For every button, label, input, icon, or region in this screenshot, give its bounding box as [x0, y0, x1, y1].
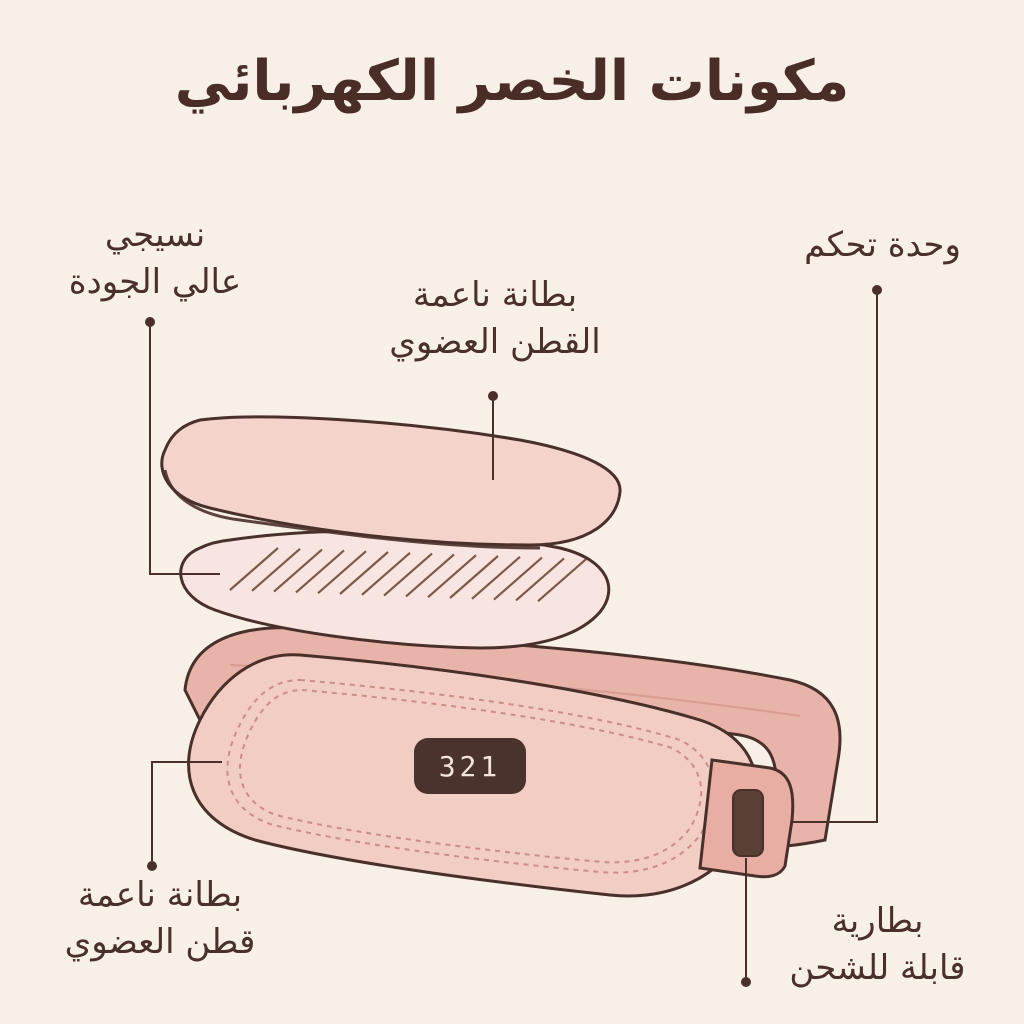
dot-control: [872, 285, 882, 295]
fabric-hatch-line: [427, 554, 477, 599]
dot-fabric: [145, 317, 155, 327]
fabric-hatch-line: [251, 547, 301, 592]
label-battery-line1: بطارية: [831, 901, 924, 941]
label-pad-line2: قطن العضوي: [64, 921, 256, 962]
fabric-hatch-line: [273, 548, 323, 593]
fabric-hatch-line: [537, 558, 587, 603]
digital-display: 321: [414, 738, 526, 794]
fabric-hatch-line: [383, 552, 433, 597]
fabric-hatch-line: [339, 551, 389, 595]
control-button[interactable]: [732, 789, 764, 857]
leader-dots: [145, 285, 882, 987]
label-liner-line2: القطن العضوي: [389, 321, 601, 362]
leader-lines: [149, 290, 878, 982]
label-battery: بطارية قابلة للشحن: [760, 898, 995, 992]
dot-pad: [147, 861, 157, 871]
fabric-hatch-line: [471, 555, 521, 600]
fabric-hatch-line: [361, 551, 411, 596]
control-unit[interactable]: [698, 758, 795, 879]
label-battery-line2: قابلة للشحن: [789, 947, 966, 988]
fabric-hatch-line: [229, 547, 279, 591]
page-title: مكونات الخصر الكهربائي: [174, 49, 850, 114]
label-pad: بطانة ناعمة قطن العضوي: [40, 872, 280, 966]
liner-layer: [160, 415, 622, 550]
leader-pad: [151, 761, 222, 866]
fabric-hatch-line: [449, 555, 499, 599]
dot-liner: [488, 391, 498, 401]
leader-control: [792, 290, 878, 823]
label-fabric-line1: نسيجي: [104, 215, 206, 255]
fabric-hatch-line: [493, 556, 543, 601]
fabric-hatch-line: [405, 553, 455, 598]
display-readout: 321: [439, 750, 502, 783]
label-fabric-line2: عالي الجودة: [68, 261, 242, 302]
fabric-hatch-line: [515, 557, 565, 602]
fabric-hatch-line: [295, 549, 345, 594]
label-liner: بطانة ناعمة القطن العضوي: [350, 272, 640, 366]
fabric-texture: [229, 547, 587, 603]
fabric-hatch-line: [317, 550, 367, 595]
label-control-line1: وحدة تحكم: [804, 225, 961, 265]
label-pad-line1: بطانة ناعمة: [77, 875, 243, 915]
fabric-layer: [179, 529, 611, 650]
dot-battery: [741, 977, 751, 987]
label-liner-line1: بطانة ناعمة: [412, 275, 578, 315]
label-fabric: نسيجي عالي الجودة: [40, 212, 270, 306]
label-control: وحدة تحكم: [780, 222, 985, 269]
leader-fabric: [149, 322, 220, 575]
